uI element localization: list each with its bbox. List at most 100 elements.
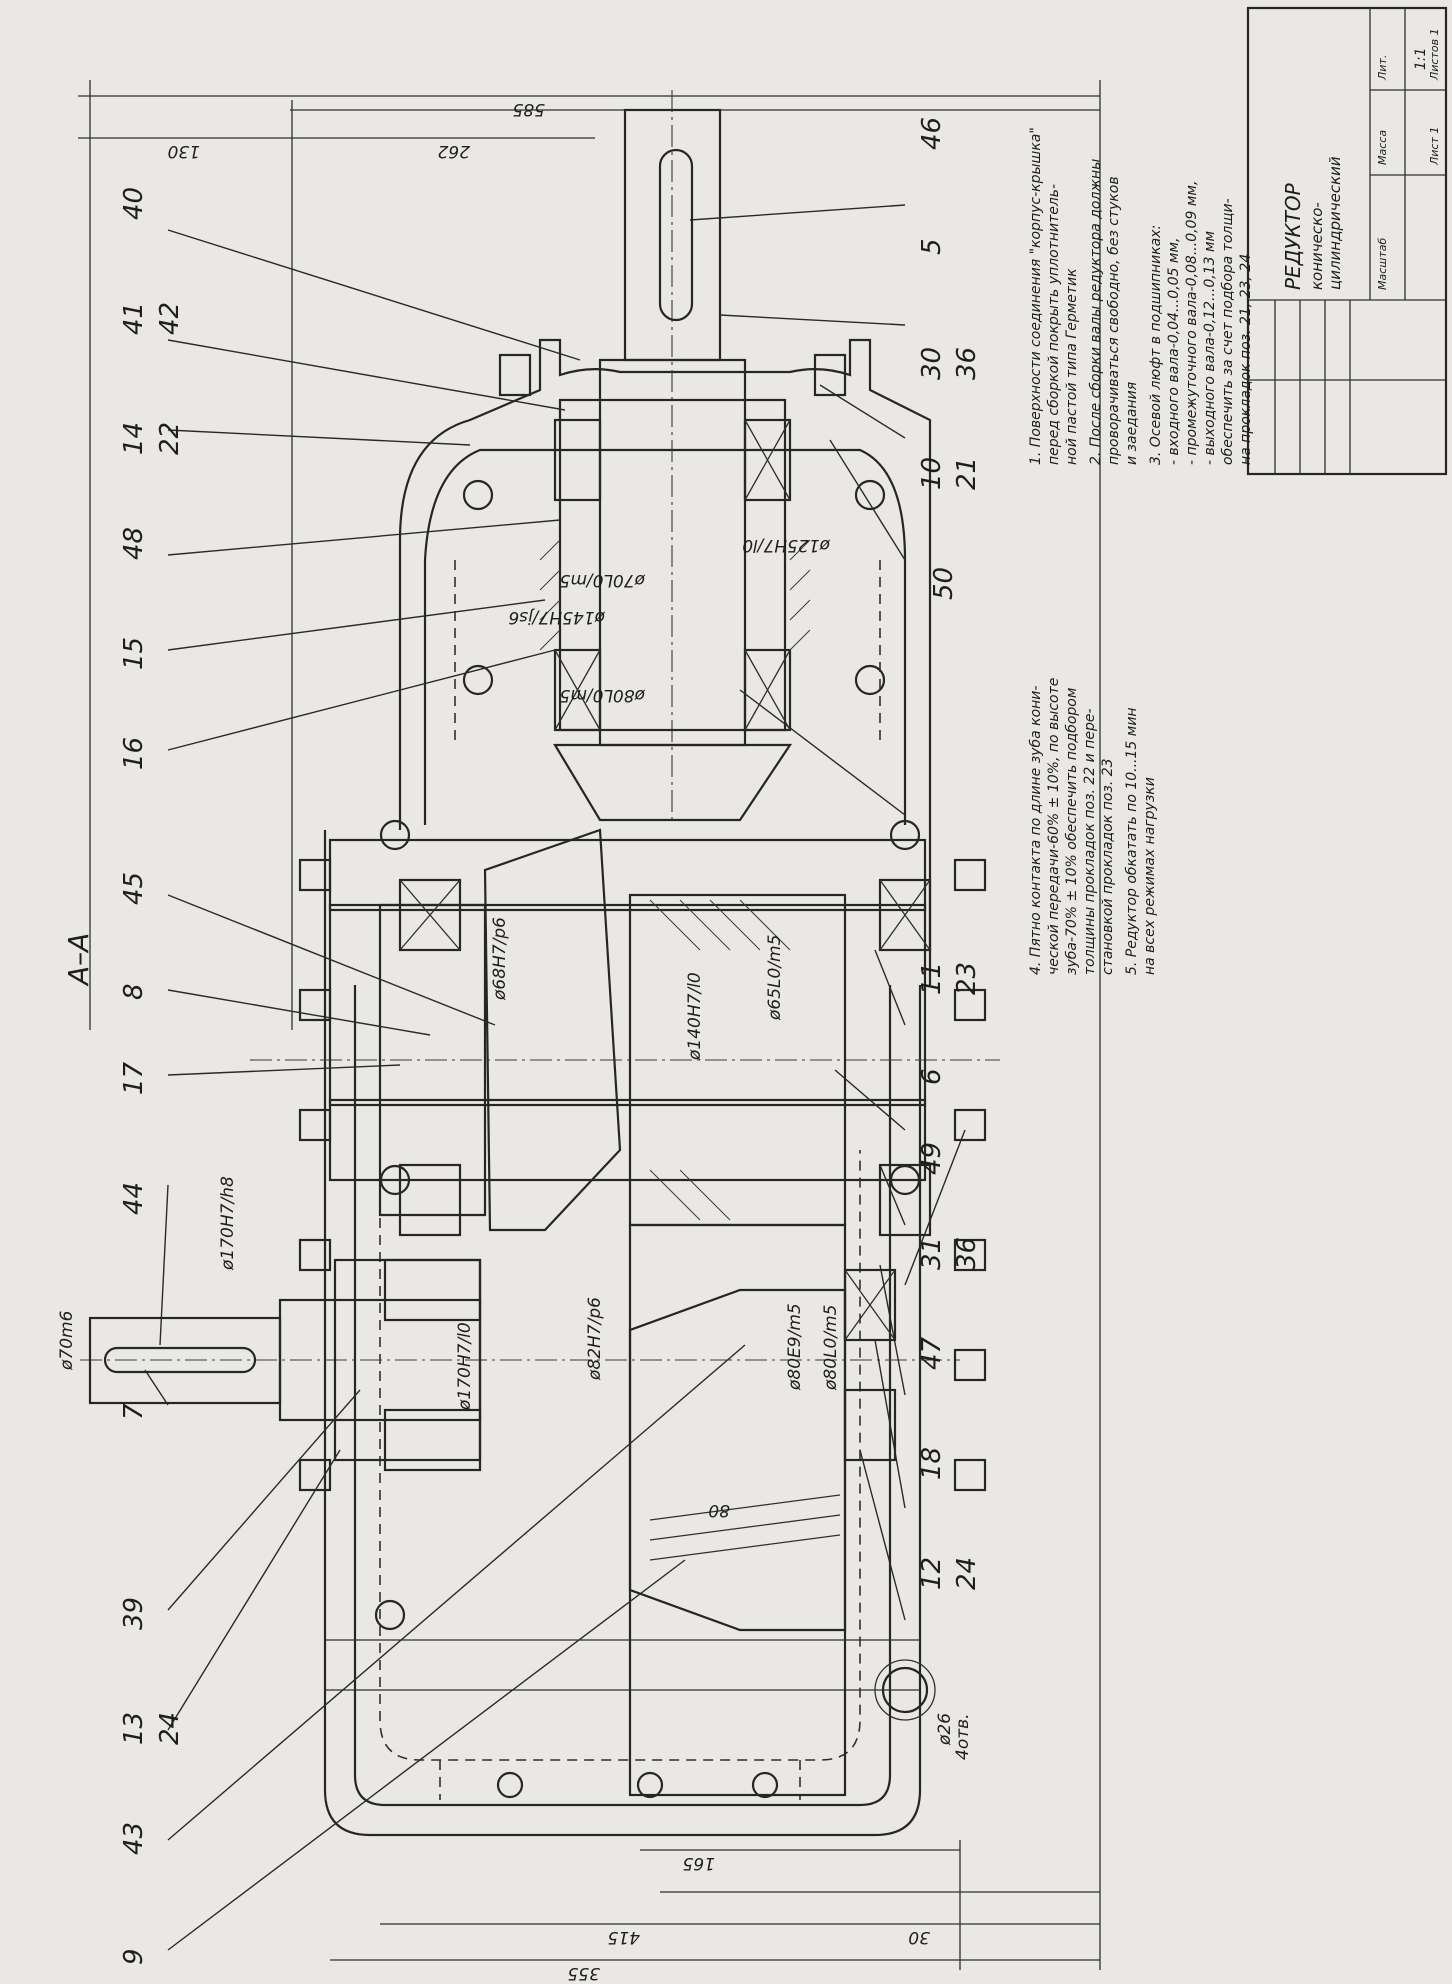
pos-11: 11 (917, 962, 947, 995)
pos-46: 46 (917, 117, 947, 150)
title-block-frame (1246, 6, 1448, 476)
note-4a: 4. Пятно контакта по длине зуба кони- (1028, 686, 1044, 975)
fit-80E9-m5: ø80E9/m5 (785, 1303, 805, 1391)
title-hdr-scale: Масштаб (1376, 238, 1389, 290)
dim-30: 30 (908, 1927, 930, 1947)
pos-48: 48 (119, 527, 149, 560)
pos-39: 39 (119, 1597, 149, 1630)
dim-262: 262 (438, 141, 470, 161)
note-3b: - входного вала-0,04...0,05 мм, (1166, 238, 1182, 466)
fit-80L0-m5-top: ø80L0/m5 (560, 685, 646, 705)
title-sheets: Листов 1 (1428, 28, 1441, 81)
pos-50: 50 (929, 567, 959, 600)
pos-31: 31 (917, 1237, 947, 1270)
annotation-text: A–A 40 41 42 14 22 48 15 16 45 8 17 44 7… (57, 28, 1441, 1983)
pos-14: 14 (119, 422, 149, 455)
note-3a: 3. Осевой люфт в подшипниках: (1148, 225, 1164, 465)
pos-18: 18 (917, 1447, 947, 1480)
pos-16: 16 (119, 737, 149, 770)
pos-24-right: 24 (952, 1557, 982, 1590)
pos-13: 13 (119, 1712, 149, 1745)
leader-lines (144, 204, 966, 1951)
fit-170H7-h8: ø170H7/h8 (218, 1176, 238, 1271)
title-sheet: Лист 1 (1428, 127, 1441, 166)
note-1b: перед сборкой покрыть уплотнитель- (1046, 184, 1062, 465)
note-3c: - промежуточного вала-0,08...0,09 мм, (1184, 181, 1200, 465)
pos-23: 23 (952, 962, 982, 995)
title-hdr-lit: Лит. (1376, 55, 1389, 81)
hole-count: 4отв. (953, 1713, 973, 1760)
note-4e: становкой прокладок поз. 23 (1100, 758, 1116, 975)
pos-12: 12 (917, 1557, 947, 1590)
pos-43: 43 (119, 1822, 149, 1855)
note-3e: обеспечить за счет подбора толщи- (1220, 198, 1236, 465)
pos-7: 7 (119, 1403, 149, 1420)
dim-80: 80 (708, 1500, 730, 1520)
pos-24-left: 24 (155, 1712, 185, 1745)
intermediate-shaft (250, 828, 1000, 1272)
pos-15: 15 (119, 637, 149, 670)
pos-36-top: 36 (952, 347, 982, 380)
note-4c: зуба-70% ± 10% обеспечить подбором (1064, 687, 1080, 975)
pos-10: 10 (917, 457, 947, 490)
input-shaft (498, 90, 847, 822)
pos-9: 9 (119, 1948, 149, 1965)
note-2c: и заедания (1124, 382, 1140, 465)
pos-44: 44 (119, 1182, 149, 1215)
title-name-3: цилиндрический (1326, 156, 1344, 290)
pos-40: 40 (119, 187, 149, 220)
note-4b: ческой передачи-60% ± 10%, по высоте (1046, 678, 1062, 975)
technical-notes: 1. Поверхности соединения "корпус-крышка… (1028, 127, 1254, 975)
fit-80L0-m5-bottom: ø80L0/m5 (821, 1305, 841, 1391)
fit-65L0-m5: ø65L0/m5 (765, 935, 785, 1021)
pos-8: 8 (119, 983, 149, 1000)
dim-165: 165 (683, 1853, 715, 1873)
fit-70L0-m5: ø70L0/m5 (560, 570, 646, 590)
hole-diameter: ø26 (935, 1713, 955, 1746)
dim-355: 355 (568, 1963, 600, 1983)
pos-5: 5 (917, 238, 947, 255)
fit-125H7-l0: ø125H7/l0 (742, 535, 831, 555)
note-1c: ной пастой типа Герметик (1064, 268, 1080, 465)
fit-68H7-p6: ø68H7/p6 (490, 917, 510, 1001)
title-block: РЕДУКТОР коническо- цилиндрический Лит. … (1281, 28, 1441, 290)
title-hdr-mass: Масса (1376, 130, 1389, 165)
housing (323, 338, 932, 1837)
note-5a: 5. Редуктор обкатать по 10...15 мин (1124, 707, 1140, 975)
fit-140H7-l0: ø140H7/l0 (685, 972, 705, 1061)
bolt-circles (374, 479, 921, 1799)
dim-585: 585 (513, 99, 545, 119)
note-5b: на всех режимах нагрузки (1142, 777, 1158, 975)
dim-130: 130 (168, 141, 200, 161)
pos-30: 30 (917, 347, 947, 380)
fit-145H7-js6: ø145H7/js6 (508, 607, 606, 627)
note-2a: 2. После сборки валы редуктора должны (1088, 159, 1104, 465)
title-scale: 1:1 (1413, 47, 1429, 70)
fit-170H7-l0: ø170H7/l0 (455, 1322, 475, 1411)
title-name-1: РЕДУКТОР (1281, 182, 1305, 290)
pos-49: 49 (917, 1142, 947, 1175)
fit-70m6: ø70m6 (57, 1310, 77, 1371)
pos-21: 21 (952, 457, 982, 490)
pos-36-bottom: 36 (952, 1237, 982, 1270)
note-1a: 1. Поверхности соединения "корпус-крышка… (1028, 127, 1044, 465)
output-shaft (80, 1223, 987, 1797)
pos-22: 22 (155, 422, 185, 455)
note-3f: на прокладок поз. 21, 23, 24 (1238, 254, 1254, 465)
title-name-2: коническо- (1308, 202, 1326, 290)
fit-82H7-p6: ø82H7/p6 (585, 1297, 605, 1381)
note-2b: проворачиваться свободно, без стуков (1106, 176, 1122, 465)
note-4d: толщины прокладок поз. 22 и пере- (1082, 708, 1098, 975)
pos-45: 45 (119, 872, 149, 905)
pos-17: 17 (119, 1061, 149, 1095)
pos-6: 6 (917, 1068, 947, 1085)
pos-47: 47 (917, 1336, 947, 1370)
note-3d: - выходного вала-0,12...0,13 мм (1202, 230, 1218, 465)
pos-42: 42 (155, 302, 185, 335)
pos-41: 41 (119, 302, 149, 335)
dim-415: 415 (608, 1927, 640, 1947)
section-label: A–A (62, 933, 95, 987)
dimension-lines (78, 80, 1101, 1970)
